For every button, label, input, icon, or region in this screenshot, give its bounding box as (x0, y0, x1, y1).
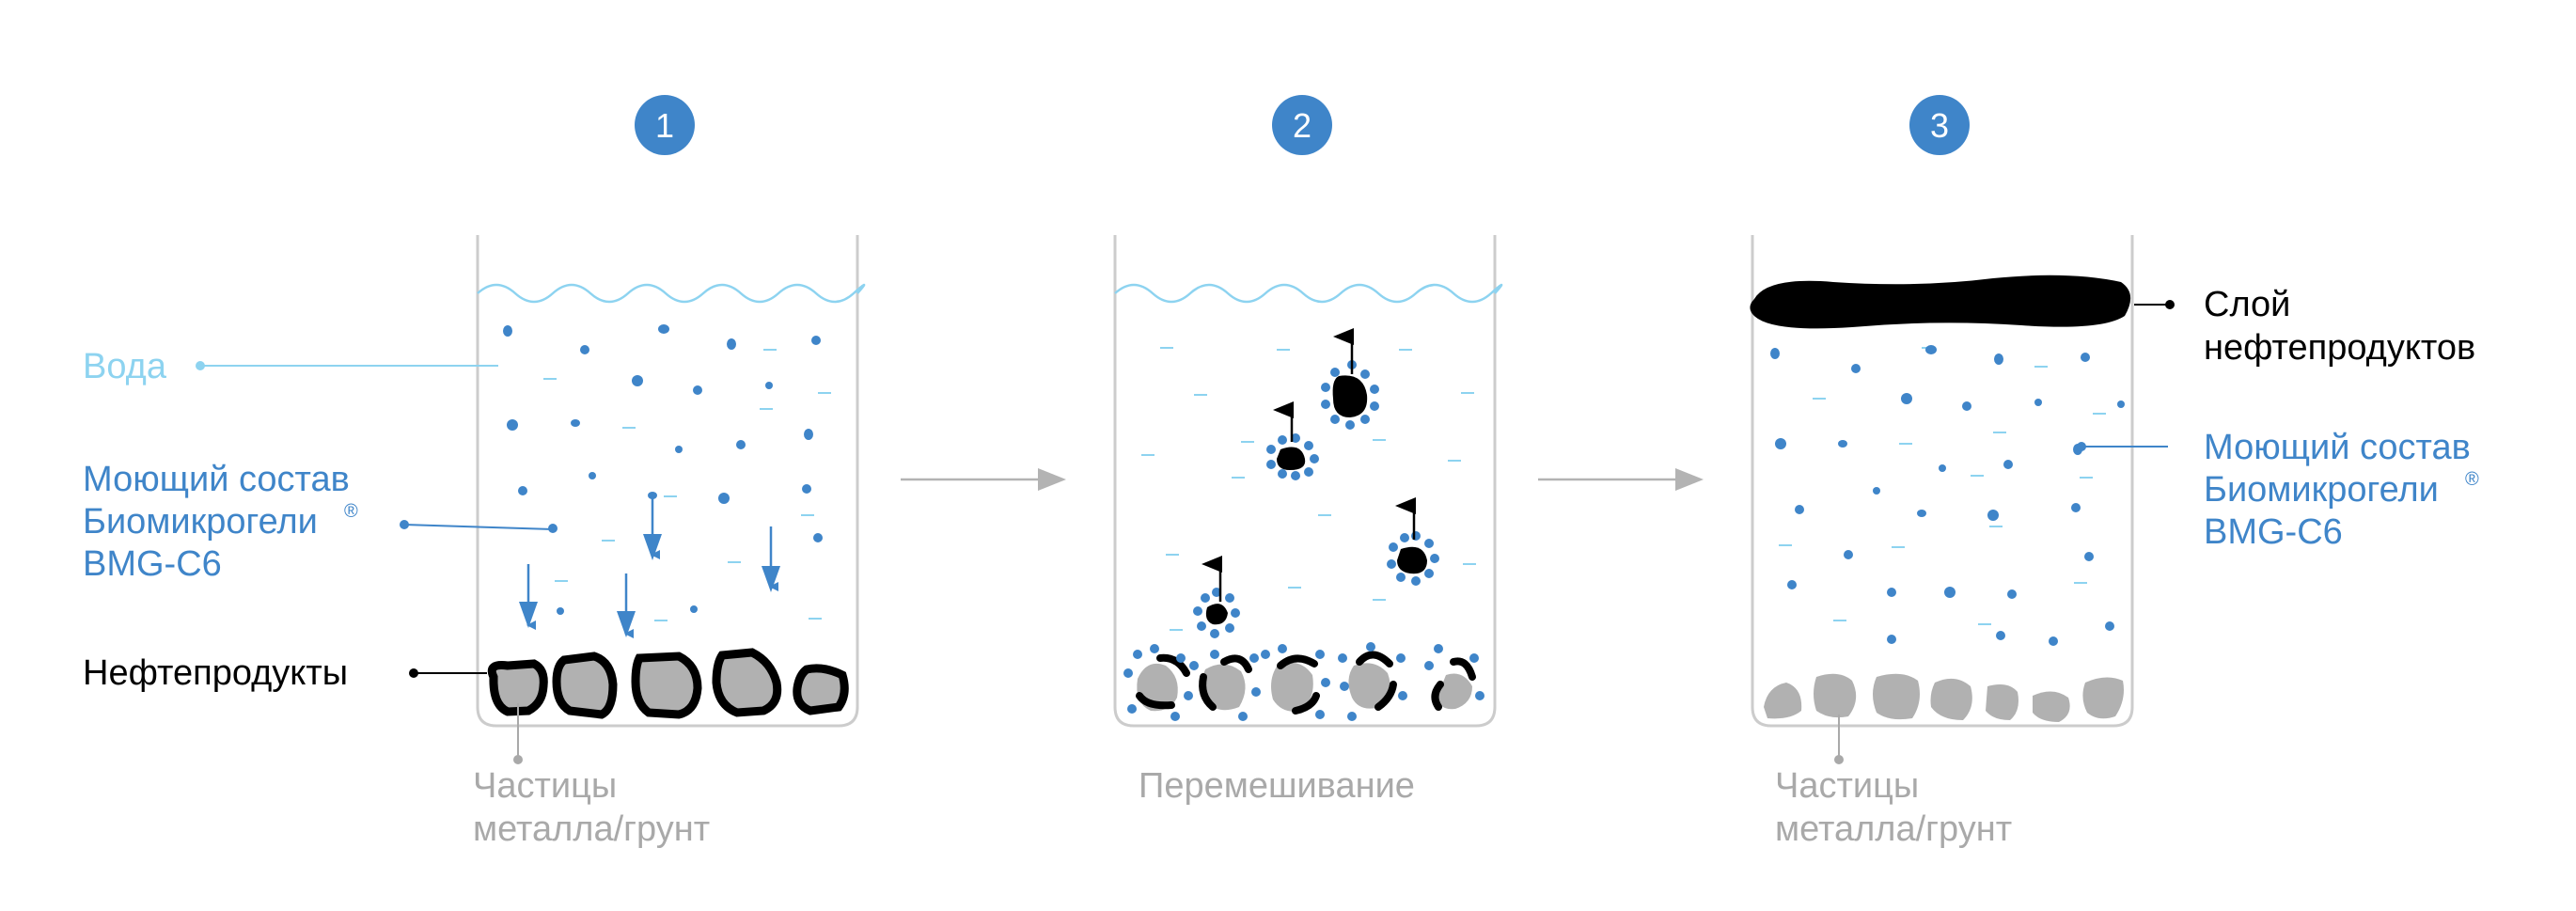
container-step-3 (1750, 235, 2134, 728)
water-label: Вода (83, 347, 167, 386)
water-marks (543, 349, 831, 621)
water-surface (1114, 283, 1503, 304)
oil-layer-leader (2134, 300, 2175, 309)
agent-particles (1770, 345, 2125, 646)
oil-layer (1750, 275, 2131, 329)
step-badge-2: 2 (1272, 95, 1332, 155)
agent-leader (400, 520, 554, 530)
oil-layer-label-line-2: нефтепродуктов (2204, 328, 2475, 368)
water-surface (477, 283, 866, 304)
oil-fragments (1136, 651, 1476, 715)
particles-label-line-1: Частицы (473, 766, 617, 806)
water-marks (1779, 347, 2106, 625)
registered-mark: ® (2465, 469, 2479, 490)
registered-mark: ® (344, 501, 358, 522)
particles-label-line-2: металла/грунт (1775, 809, 2012, 849)
rising-oil-cluster (1266, 401, 1319, 480)
water-marks (1141, 347, 1476, 631)
particles-label-line-2: металла/грунт (473, 809, 710, 849)
sinking-arrow-heads (519, 534, 780, 637)
oil-layer-label-line-1: Слой (2204, 285, 2290, 324)
agent-label-line-3: BMG-C6 (2204, 512, 2343, 552)
container-step-2 (1113, 235, 1503, 728)
clean-particles (1764, 673, 2124, 722)
oil-label: Нефтепродукты (83, 653, 348, 693)
particles-label-3: Частицы металла/грунт (1775, 766, 2012, 849)
step-badge-1: 1 (635, 95, 695, 155)
agent-leader-3 (2077, 442, 2168, 451)
sinking-arrows (526, 498, 778, 638)
particles-label-1: Частицы металла/грунт (473, 766, 710, 849)
step-number: 1 (655, 106, 674, 145)
step-number: 2 (1293, 106, 1312, 145)
particles-leader-1 (513, 703, 523, 764)
oil-coated-particles (487, 648, 849, 719)
agent-label-3: Моющий состав Биомикрогели ® BMG-C6 (2204, 428, 2479, 552)
agent-particles (503, 324, 823, 615)
particles-leader-3 (1834, 715, 1844, 764)
agent-label-line-1: Моющий состав (83, 460, 350, 499)
rising-oil-cluster (1387, 497, 1439, 586)
step-number: 3 (1930, 106, 1949, 145)
mixing-label: Перемешивание (1139, 766, 1415, 806)
agent-label: Моющий состав Биомикрогели ® BMG-C6 (83, 460, 358, 584)
oil-leader (409, 668, 487, 678)
agent-particles (1123, 642, 1484, 721)
container-step-1 (476, 235, 866, 728)
flow-arrow-1-2 (901, 468, 1066, 491)
step-badge-3: 3 (1909, 95, 1970, 155)
water-leader (196, 361, 498, 370)
particles-label-line-1: Частицы (1775, 766, 1919, 806)
agent-label-line-1: Моющий состав (2204, 428, 2471, 467)
rising-oil-cluster (1193, 556, 1240, 638)
flow-arrow-2-3 (1538, 468, 1704, 491)
agent-label-line-3: BMG-C6 (83, 544, 222, 584)
agent-label-line-2: Биомикрогели (83, 502, 318, 542)
oil-layer-label: Слой нефтепродуктов (2204, 285, 2475, 368)
agent-label-line-2: Биомикрогели (2204, 470, 2439, 510)
rising-oil-cluster (1321, 328, 1379, 430)
